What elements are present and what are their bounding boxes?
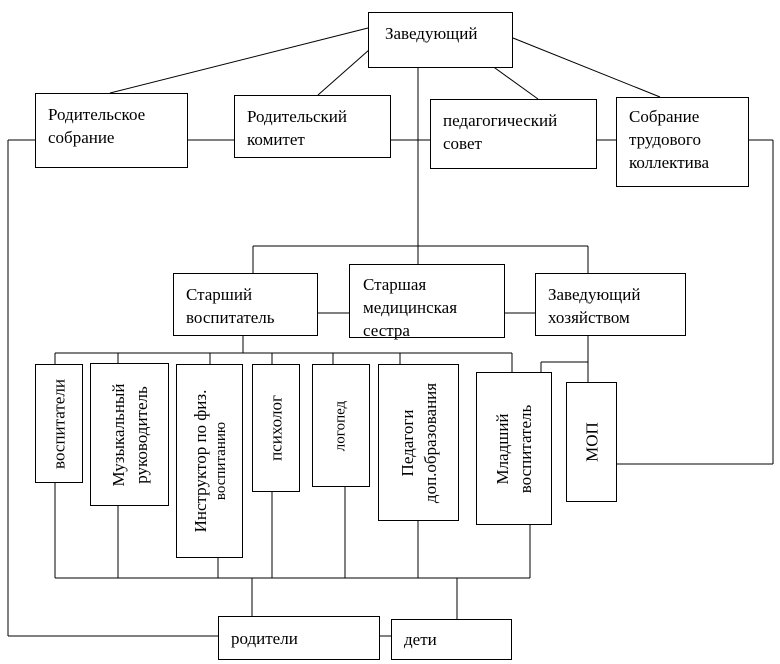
senior-teacher-label-2: воспитатель [186, 308, 275, 327]
ped-council-label-2: совет [443, 134, 482, 153]
psychologist-text: психолог [265, 395, 288, 461]
pe-instructor-text: Инструктор по физ. воспитанию [189, 390, 231, 533]
children-box: дети [391, 619, 512, 660]
pe-instructor-label-1: Инструктор по физ. [190, 389, 210, 533]
extra-ed-label-1: Педагоги [397, 409, 417, 476]
teachers-label: воспитатели [49, 378, 69, 469]
senior-teacher-label-1: Старший [186, 285, 253, 304]
psychologist-label: психолог [266, 395, 286, 461]
junior-teacher-text: Младший воспитатель [491, 404, 537, 493]
pe-instructor-box: Инструктор по физ. воспитанию [176, 364, 243, 558]
teachers-box: воспитатели [35, 364, 83, 483]
parent-committee-label-2: комитет [247, 130, 305, 149]
head-label: Заведующий [385, 24, 478, 43]
labor-meeting-label-1: Собрание [629, 107, 700, 126]
psychologist-box: психолог [252, 364, 300, 492]
head-box: Заведующий [368, 12, 513, 68]
mop-text: МОП [580, 422, 603, 462]
labor-meeting-box: Собрание трудового коллектива [616, 97, 749, 187]
facility-manager-label-2: хозяйством [548, 308, 630, 327]
senior-nurse-label-1: Старшая [363, 275, 427, 294]
ped-council-label-1: педагогический [443, 111, 558, 130]
senior-teacher-box: Старший воспитатель [173, 273, 318, 336]
mop-box: МОП [566, 382, 617, 502]
extra-ed-text: Педагоги доп.образования [396, 382, 442, 502]
extra-ed-box: Педагоги доп.образования [378, 364, 459, 521]
senior-nurse-label-3: сестра [363, 321, 410, 340]
teachers-text: воспитатели [48, 379, 71, 469]
parent-meeting-label-1: Родительское [48, 105, 146, 124]
parents-label: родители [231, 629, 298, 648]
facility-manager-label-1: Заведующий [548, 285, 641, 304]
facility-manager-box: Заведующий хозяйством [535, 273, 686, 336]
music-director-label-1: Музыкальный [108, 383, 128, 486]
parent-committee-label-1: Родительский [247, 107, 347, 126]
senior-nurse-box: Старшая медицинская сестра [349, 264, 505, 340]
junior-teacher-label-1: Младший [493, 412, 512, 485]
speech-therapist-label: логопед [332, 400, 349, 451]
labor-meeting-label-3: коллектива [629, 153, 710, 172]
labor-meeting-label-2: трудового [629, 130, 701, 149]
children-label: дети [404, 630, 437, 649]
ped-council-box: педагогический совет [430, 99, 597, 169]
parent-meeting-box: Родительское собрание [35, 93, 188, 168]
pe-instructor-label-2: воспитанию [212, 421, 229, 501]
parent-meeting-label-2: собрание [48, 128, 115, 147]
music-director-text: Музыкальный руководитель [107, 383, 153, 486]
extra-ed-label-2: доп.образования [420, 382, 440, 503]
mop-label: МОП [582, 422, 601, 462]
parent-committee-box: Родительский комитет [234, 95, 391, 158]
speech-therapist-box: логопед [312, 364, 370, 487]
parents-box: родители [218, 616, 380, 660]
junior-teacher-label-2: воспитатель [516, 404, 535, 493]
junior-teacher-box: Младший воспитатель [476, 372, 552, 525]
speech-therapist-text: логопед [332, 400, 351, 450]
senior-nurse-label-2: медицинская [363, 298, 458, 317]
music-director-box: Музыкальный руководитель [90, 363, 169, 506]
music-director-label-2: руководитель [131, 385, 151, 484]
